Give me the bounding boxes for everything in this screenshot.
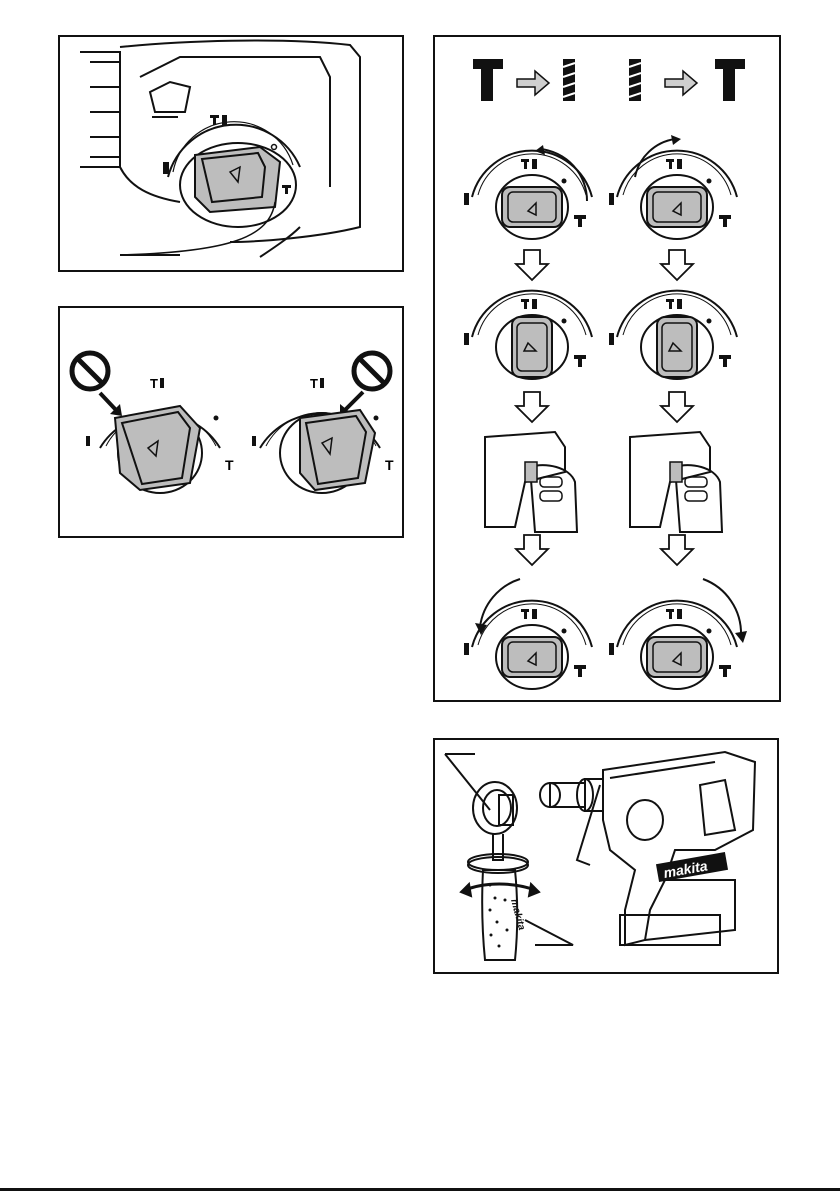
mode-dial xyxy=(609,151,737,239)
mode-dial xyxy=(464,291,592,379)
figure-mode-dial-on-tool xyxy=(58,35,404,272)
figure-side-grip-installation: makita makita xyxy=(433,738,779,974)
down-arrow-icon xyxy=(661,535,693,565)
mode-change-sequence-illustration xyxy=(435,37,779,700)
prohibit-icon xyxy=(354,353,390,389)
brand-logo: makita xyxy=(662,857,709,880)
prohibited-positions-illustration: T T T T xyxy=(60,308,402,536)
mode-dial-illustration xyxy=(60,37,402,270)
down-arrow-icon xyxy=(661,392,693,422)
mode-dial xyxy=(609,291,737,379)
brand-logo-grip: makita xyxy=(508,898,527,932)
right-arrow-icon xyxy=(517,71,549,95)
drill-bit-symbol xyxy=(563,59,575,101)
hand-pressing-button-illustration xyxy=(485,432,577,532)
down-arrow-icon xyxy=(516,250,548,280)
page-bottom-rule xyxy=(0,1188,840,1191)
mode-label: T xyxy=(150,376,158,391)
figure-mode-change-sequence xyxy=(433,35,781,702)
down-arrow-icon xyxy=(516,535,548,565)
hammer-symbol xyxy=(282,185,291,194)
mode-label: T xyxy=(385,457,394,473)
mode-label: T xyxy=(310,376,318,391)
drill-bit-symbol xyxy=(629,59,641,101)
side-grip-illustration: makita makita xyxy=(435,740,777,972)
hammer-symbol xyxy=(715,59,745,101)
right-arrow-icon xyxy=(665,71,697,95)
hammer-symbol xyxy=(473,59,503,101)
rotation-symbol xyxy=(163,162,169,174)
mode-dial xyxy=(609,601,737,689)
mode-label: T xyxy=(225,457,234,473)
hand-pressing-button-illustration xyxy=(630,432,722,532)
prohibit-icon xyxy=(72,353,108,389)
down-arrow-icon xyxy=(661,250,693,280)
figure-prohibited-dial-positions: T T T T xyxy=(58,306,404,538)
down-arrow-icon xyxy=(516,392,548,422)
